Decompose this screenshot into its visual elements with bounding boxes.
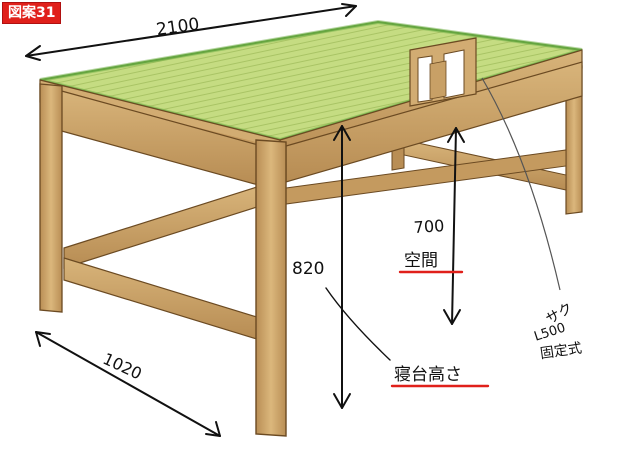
clearance-text-label: 空間 [404,251,438,271]
left-stretcher-lower [63,257,261,341]
height-arrowhead-top [333,125,351,141]
clearance-dimension-line [451,127,457,325]
width-dimension-line [35,331,221,437]
length-label: 2100 [155,14,201,40]
bed-height-label: 寝台高さ [394,364,462,385]
length-arrowhead-right [341,3,357,17]
height-arrowhead-bottom [333,393,351,409]
leg-front-right [255,139,287,437]
guard-rail-leader-line [481,77,561,291]
guard-rail [409,37,477,107]
length-arrowhead-left [25,45,41,61]
rail-note-line3: 固定式 [539,340,583,362]
clearance-value-label: 700 [413,216,445,237]
clearance-arrowhead-bottom [443,309,461,325]
width-arrowhead-bottom [205,421,221,437]
length-dimension-line [25,5,357,57]
left-stretcher-upper [63,185,261,269]
rail-note-line2: L500 [532,321,567,345]
height-label: 820 [292,259,324,279]
figure-number-badge: 図案31 [2,2,62,24]
width-arrowhead-top [35,331,51,347]
leg-front-left [39,83,63,313]
width-label: 1020 [100,349,145,383]
bed-height-leader-line [325,287,391,361]
clearance-arrowhead-top [447,127,465,143]
